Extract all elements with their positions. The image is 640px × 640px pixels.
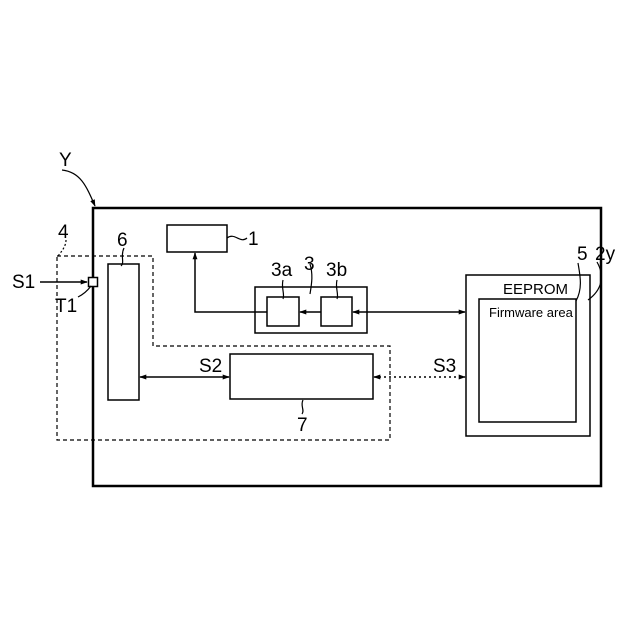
label-3a: 3a <box>271 260 293 281</box>
label-7: 7 <box>297 415 308 436</box>
block-7 <box>230 354 373 399</box>
block-1 <box>167 225 227 252</box>
block-3a <box>267 297 299 326</box>
block-3b <box>321 297 352 326</box>
label-eeprom: EEPROM <box>503 281 568 298</box>
label-s2: S2 <box>199 356 222 377</box>
terminal-t1 <box>89 278 98 287</box>
label-5: 5 <box>577 244 588 265</box>
label-y: Y <box>59 150 72 171</box>
label-3b: 3b <box>326 260 347 281</box>
label-1: 1 <box>248 229 259 250</box>
leader-7 <box>302 400 303 414</box>
label-firmware-area: Firmware area <box>489 305 574 320</box>
label-s1: S1 <box>12 272 35 293</box>
label-2y: 2y <box>595 244 616 265</box>
leader-y <box>62 170 95 206</box>
label-6: 6 <box>117 230 128 251</box>
block-6 <box>108 264 139 400</box>
label-t1: T1 <box>55 296 77 317</box>
label-3: 3 <box>304 254 315 275</box>
label-4: 4 <box>58 222 69 243</box>
region-4-dashed-outline <box>57 256 390 440</box>
label-s3: S3 <box>433 356 456 377</box>
leader-1 <box>227 236 247 239</box>
leader-t1 <box>78 286 91 297</box>
